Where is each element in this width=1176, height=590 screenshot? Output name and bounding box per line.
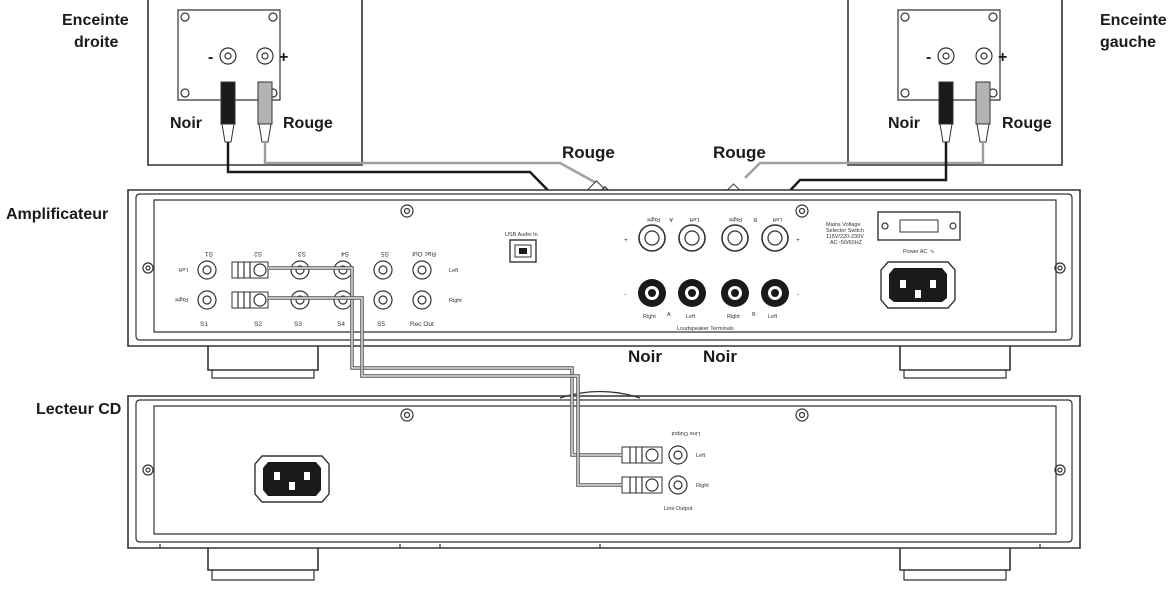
svg-text:A: A [669, 216, 673, 222]
svg-text:115V/220-230V: 115V/220-230V [826, 234, 864, 240]
cd-power-inlet [254, 455, 330, 503]
svg-text:+: + [624, 237, 628, 244]
svg-text:Rec Out: Rec Out [412, 250, 436, 257]
svg-text:Right: Right [729, 216, 742, 222]
svg-text:Rec Out: Rec Out [410, 321, 434, 328]
amp-power-inlet: Power AC ∿ [880, 249, 956, 309]
speaker-left: - + Noir Rouge [847, 0, 1063, 166]
terminals-title: Loudspeaker Terminals [677, 326, 734, 332]
speaker-left-plus: + [998, 49, 1007, 66]
speaker-right-red-label: Rouge [283, 115, 333, 132]
svg-text:Left: Left [772, 216, 782, 222]
svg-text:S4: S4 [341, 250, 349, 257]
svg-text:S2: S2 [254, 321, 262, 328]
line-output-left: Left [696, 453, 706, 459]
svg-text:Right: Right [175, 296, 188, 302]
amplifier-title: Amplificateur [6, 206, 108, 223]
svg-text:S1: S1 [200, 321, 208, 328]
svg-text:S5: S5 [377, 321, 385, 328]
svg-text:-: - [797, 291, 799, 298]
cable-label-red-left: Rouge [713, 143, 766, 162]
speaker-left-red-label: Rouge [1002, 115, 1052, 132]
svg-text:-: - [624, 291, 626, 298]
speaker-left-title-1: Enceinte [1100, 12, 1167, 29]
speaker-right-title-1: Enceinte [62, 12, 129, 29]
power-label: Power AC [903, 249, 927, 255]
svg-text:Left: Left [689, 216, 699, 222]
speaker-right: - + Noir Rouge [147, 0, 363, 166]
svg-text:S5: S5 [381, 250, 389, 257]
speaker-right-minus: - [208, 49, 213, 66]
svg-text:Selector Switch: Selector Switch [826, 228, 864, 234]
svg-text:Right: Right [449, 298, 462, 304]
usb-label: USB Audio In [505, 232, 538, 238]
rca-interconnect [268, 266, 622, 487]
amp-rca-inputs [197, 260, 432, 310]
svg-text:A: A [667, 312, 671, 318]
speaker-left-black-label: Noir [888, 115, 920, 132]
speaker-right-title-2: droite [74, 34, 119, 51]
line-output-top: Line Output [671, 430, 700, 436]
loudspeaker-terminals: + + - - Right A Left Right B Left Right … [624, 216, 800, 332]
svg-text:Right: Right [647, 216, 660, 222]
cable-label-black-left: Noir [703, 347, 737, 366]
cable-label-red-right: Rouge [562, 143, 615, 162]
amp-input-labels-bottom: S1 S2 S3 S4 S5 Rec Out Left Right [200, 268, 462, 328]
svg-text:B: B [753, 216, 757, 222]
voltage-selector-text: Mains Voltage Selector Switch 115V/220-2… [826, 222, 864, 246]
svg-text:S3: S3 [294, 321, 302, 328]
amplifier: S1 S2 S3 S4 S5 Rec Out Left Right S1 S2 … [127, 189, 1081, 379]
svg-text:S4: S4 [337, 321, 345, 328]
amp-screws [142, 204, 1066, 274]
svg-text:B: B [752, 312, 756, 318]
cable-label-black-right: Noir [628, 347, 662, 366]
cd-player-title: Lecteur CD [36, 401, 121, 418]
speaker-right-plus: + [279, 49, 288, 66]
line-output-bottom: Line Output [664, 506, 693, 512]
svg-text:Right: Right [643, 314, 656, 320]
svg-text:S2: S2 [254, 250, 262, 257]
svg-text:Left: Left [178, 266, 188, 272]
speaker-left-title-2: gauche [1100, 34, 1156, 51]
svg-text:+: + [796, 237, 800, 244]
side-labels: Enceinte droite Enceinte gauche Amplific… [6, 12, 1167, 418]
svg-text:Left: Left [768, 314, 778, 320]
svg-text:Mains Voltage: Mains Voltage [826, 222, 861, 228]
ac-wave-icon: ∿ [930, 249, 935, 255]
svg-text:Left: Left [686, 314, 696, 320]
cd-line-output: Line Output Left Right Line Output [621, 430, 709, 512]
svg-text:S3: S3 [298, 250, 306, 257]
svg-text:S1: S1 [205, 250, 213, 257]
svg-text:Right: Right [727, 314, 740, 320]
speaker-right-black-label: Noir [170, 115, 202, 132]
usb-port: USB Audio In [505, 232, 538, 263]
amp-input-labels-top: S1 S2 S3 S4 S5 Rec Out Left Right [175, 250, 436, 302]
line-output-right: Right [696, 483, 709, 489]
cd-player: Line Output Left Right Line Output [127, 390, 1081, 581]
svg-text:AC~50/60HZ: AC~50/60HZ [830, 240, 863, 246]
speaker-left-minus: - [926, 49, 931, 66]
svg-text:Left: Left [449, 268, 459, 274]
